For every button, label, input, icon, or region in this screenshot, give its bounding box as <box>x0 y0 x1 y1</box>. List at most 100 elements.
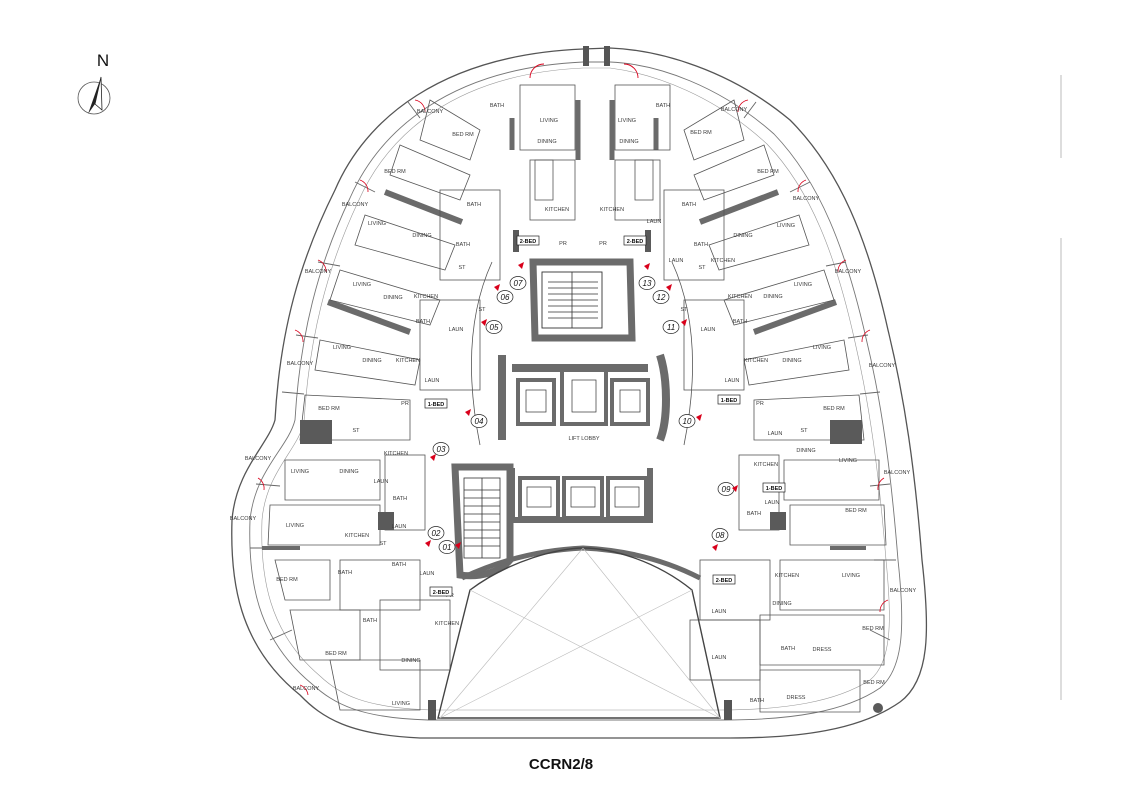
room-label-bath: BATH <box>656 103 670 109</box>
unit-number: 13 <box>643 279 652 288</box>
room-label-bath: BATH <box>363 618 377 624</box>
unit-marker-05: 05 <box>481 319 503 334</box>
room-label-laun: LAUN <box>669 258 684 264</box>
unit-tag: 1-BED <box>428 402 445 408</box>
room-label-living: LIVING <box>777 223 795 229</box>
unit-number: 02 <box>432 529 441 538</box>
unit-number: 03 <box>437 445 446 454</box>
room-label-living: LIVING <box>392 701 410 707</box>
room-label-bed-rm: BED RM <box>452 132 474 138</box>
unit-tag: 1-BED <box>766 486 783 492</box>
unit-number: 01 <box>443 543 452 552</box>
room-label-kitchen: KITCHEN <box>754 462 778 468</box>
lift-lobby-label: LIFT LOBBY <box>568 436 599 442</box>
room-label-bath: BATH <box>781 646 795 652</box>
room-label-kitchen: KITCHEN <box>711 258 735 264</box>
unit-number: 07 <box>514 279 523 288</box>
room-label-bed-rm: BED RM <box>823 406 845 412</box>
unit-marker-02: 02 <box>425 526 445 547</box>
room-label-kitchen: KITCHEN <box>414 294 438 300</box>
room-label-dining: DINING <box>733 233 752 239</box>
room-partitions-right <box>663 99 887 713</box>
room-label-dress: DRESS <box>813 647 832 653</box>
unit-tag: 2-BED <box>627 239 644 245</box>
room-label-living: LIVING <box>353 282 371 288</box>
top-units <box>519 84 671 221</box>
unit-number: 06 <box>501 293 510 302</box>
room-label-pr: PR <box>756 401 764 407</box>
room-label-bed-rm: BED RM <box>862 626 884 632</box>
room-label-laun: LAUN <box>420 571 435 577</box>
room-label-bed-rm: BED RM <box>845 508 867 514</box>
room-label-living: LIVING <box>368 221 386 227</box>
room-label-dining: DINING <box>796 448 815 454</box>
room-label-st: ST <box>800 428 808 434</box>
room-label-balcony: BALCONY <box>417 109 444 115</box>
room-label-laun: LAUN <box>712 655 727 661</box>
north-label: N <box>97 51 109 70</box>
stair-core-bottom <box>451 463 514 580</box>
room-label-balcony: BALCONY <box>287 361 314 367</box>
room-label-bed-rm: BED RM <box>863 680 885 686</box>
room-label-balcony: BALCONY <box>245 456 272 462</box>
unit-marker-06: 06 <box>494 284 514 304</box>
unit-marker-04: 04 <box>465 409 488 428</box>
room-label-kitchen: KITCHEN <box>545 207 569 213</box>
room-label-pr: PR <box>599 241 607 247</box>
room-label-bed-rm: BED RM <box>690 130 712 136</box>
unit-number: 11 <box>667 323 675 332</box>
room-label-kitchen: KITCHEN <box>600 207 624 213</box>
door-swing <box>623 63 639 79</box>
room-label-pr: PR <box>559 241 567 247</box>
room-label-bath: BATH <box>694 242 708 248</box>
drawing-title: CCRN2/8 <box>528 756 594 773</box>
entry-mullion <box>604 46 610 66</box>
unit-marker-01: 01 <box>438 540 461 554</box>
room-label-st: ST <box>379 541 387 547</box>
room-label-laun: LAUN <box>712 609 727 615</box>
room-label-dining: DINING <box>412 233 431 239</box>
unit-type-tags: 2-BED 2-BED 1-BED 1-BED 1-BED 2-BED 2-BE… <box>424 235 786 597</box>
door-swing <box>529 63 545 79</box>
room-labels: LIVING LIVING DINING DINING KITCHEN KITC… <box>230 103 917 707</box>
room-label-st: ST <box>680 307 688 313</box>
unit-number: 09 <box>722 485 731 494</box>
room-label-bath: BATH <box>393 496 407 502</box>
unit-marker-09: 09 <box>717 482 738 496</box>
room-label-balcony: BALCONY <box>890 588 917 594</box>
room-label-living: LIVING <box>286 523 304 529</box>
inner-facade-line <box>249 61 903 721</box>
room-label-laun: LAUN <box>768 431 783 437</box>
room-label-laun: LAUN <box>425 378 440 384</box>
room-label-bath: BATH <box>682 202 696 208</box>
unit-marker-03: 03 <box>430 442 450 461</box>
room-label-dining: DINING <box>537 139 556 145</box>
room-label-kitchen: KITCHEN <box>345 533 369 539</box>
room-label-balcony: BALCONY <box>884 470 911 476</box>
room-label-living: LIVING <box>839 458 857 464</box>
room-label-st: ST <box>478 307 486 313</box>
room-label-laun: LAUN <box>374 479 389 485</box>
room-label-laun: LAUN <box>725 378 740 384</box>
room-label-laun: LAUN <box>701 327 716 333</box>
unit-marker-11: 11 <box>662 319 687 334</box>
room-label-living: LIVING <box>333 345 351 351</box>
unit-number-markers: 01 02 03 04 05 06 07 08 09 10 11 12 13 <box>425 262 738 554</box>
unit-marker-13: 13 <box>638 263 656 290</box>
floor-slab-line <box>261 67 890 711</box>
room-label-bath: BATH <box>392 562 406 568</box>
unit-tag: 2-BED <box>433 590 450 596</box>
unit-number: 05 <box>490 323 499 332</box>
room-label-bath: BATH <box>733 319 747 325</box>
room-label-bath: BATH <box>467 202 481 208</box>
atrium-void <box>428 545 732 720</box>
top-entry <box>529 46 639 79</box>
unit-number: 08 <box>716 531 725 540</box>
room-label-kitchen: KITCHEN <box>384 451 408 457</box>
room-label-balcony: BALCONY <box>721 107 748 113</box>
room-label-st: ST <box>352 428 360 434</box>
room-label-st: ST <box>458 265 466 271</box>
room-label-dining: DINING <box>772 601 791 607</box>
